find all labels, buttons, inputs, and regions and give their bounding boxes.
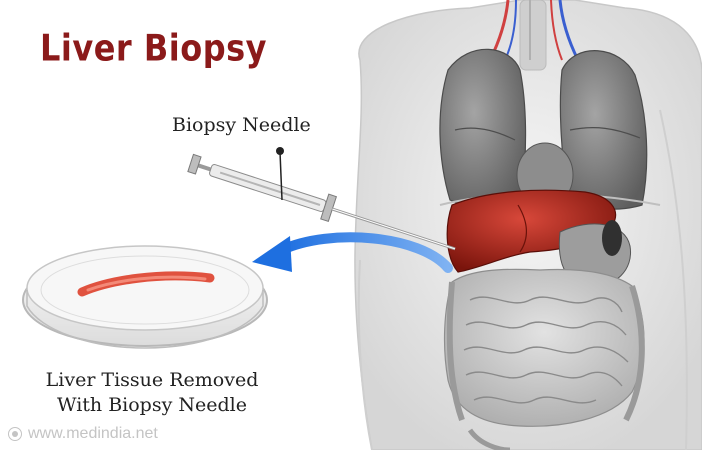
tissue-caption-line-1: Liver Tissue Removed	[45, 369, 259, 391]
watermark-logo-icon	[8, 427, 22, 441]
tissue-caption-line-2: With Biopsy Needle	[57, 394, 247, 416]
syringe-icon	[187, 153, 456, 251]
tissue-caption: Liver Tissue Removed With Biopsy Needle	[16, 368, 288, 418]
watermark-text: www.medindia.net	[28, 425, 158, 442]
intestines-icon	[443, 268, 645, 450]
page-title: Liver Biopsy	[40, 26, 267, 70]
biopsy-needle-label: Biopsy Needle	[172, 114, 311, 136]
needle-label-pointer	[276, 147, 284, 201]
watermark: www.medindia.net	[8, 425, 158, 443]
curved-arrow-icon	[252, 232, 453, 273]
petri-dish-icon	[22, 245, 268, 349]
tissue-sample-icon	[77, 271, 215, 297]
